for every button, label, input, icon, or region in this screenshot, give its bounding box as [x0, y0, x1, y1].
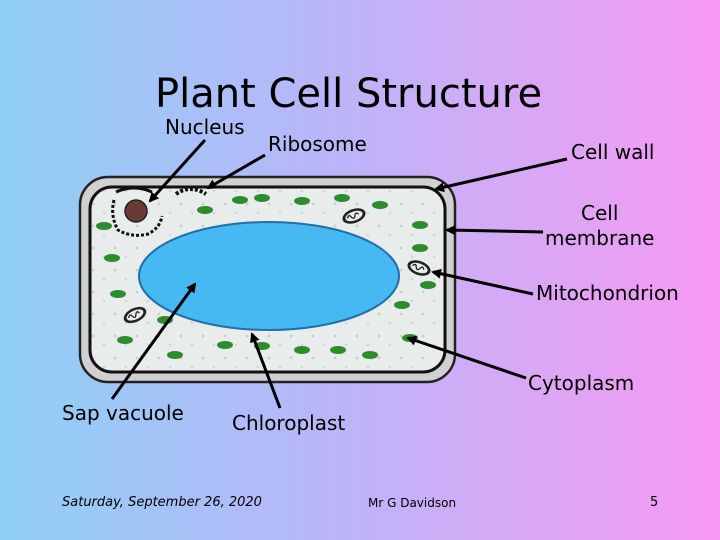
arrow-sap-vacuole [110, 282, 197, 400]
chloroplast [420, 281, 436, 289]
nucleus [124, 199, 148, 223]
chloroplast [217, 341, 233, 349]
chloroplast [330, 346, 346, 354]
chloroplast [232, 196, 248, 204]
arrow-nucleus [148, 138, 207, 203]
arrow-cytoplasm [406, 335, 527, 380]
label-cell-membrane: Cell membrane [545, 201, 655, 250]
chloroplast [197, 206, 213, 214]
chloroplast [372, 201, 388, 209]
ribosome-er [111, 186, 208, 237]
arrow-mitochondrion [431, 268, 534, 296]
label-nucleus: Nucleus [165, 115, 245, 139]
footer-page-number: 5 [650, 495, 659, 510]
footer-date: Saturday, September 26, 2020 [62, 495, 262, 510]
mitochondrion [342, 208, 366, 224]
chloroplast [254, 194, 270, 202]
chloroplast [412, 244, 428, 252]
chloroplasts [96, 194, 436, 359]
arrow-chloroplast [250, 332, 282, 409]
chloroplast [110, 290, 126, 298]
mitochondria [123, 208, 431, 324]
mitochondrion [123, 306, 147, 324]
arrows [110, 138, 568, 409]
sap-vacuole [138, 221, 400, 331]
chloroplast [394, 301, 410, 309]
chloroplast [96, 222, 112, 230]
arrow-ribosome [206, 153, 266, 190]
chloroplast [167, 351, 183, 359]
label-ribosome: Ribosome [268, 132, 367, 156]
chloroplast [294, 197, 310, 205]
slide-title: Plant Cell Structure [155, 71, 543, 117]
chloroplast [117, 336, 133, 344]
chloroplast [294, 346, 310, 354]
chloroplast [104, 254, 120, 262]
chloroplast [334, 194, 350, 202]
chloroplast [362, 351, 378, 359]
chloroplast [412, 221, 428, 229]
label-sap-vacuole: Sap vacuole [62, 401, 184, 425]
label-cell-wall: Cell wall [571, 140, 655, 164]
label-cytoplasm: Cytoplasm [528, 371, 635, 395]
arrow-cell-wall [434, 157, 568, 193]
arrow-cell-membrane [445, 225, 544, 236]
label-chloroplast: Chloroplast [232, 411, 346, 435]
mitochondrion [407, 260, 431, 276]
footer-author: Mr G Davidson [368, 496, 457, 510]
label-mitochondrion: Mitochondrion [536, 281, 679, 305]
